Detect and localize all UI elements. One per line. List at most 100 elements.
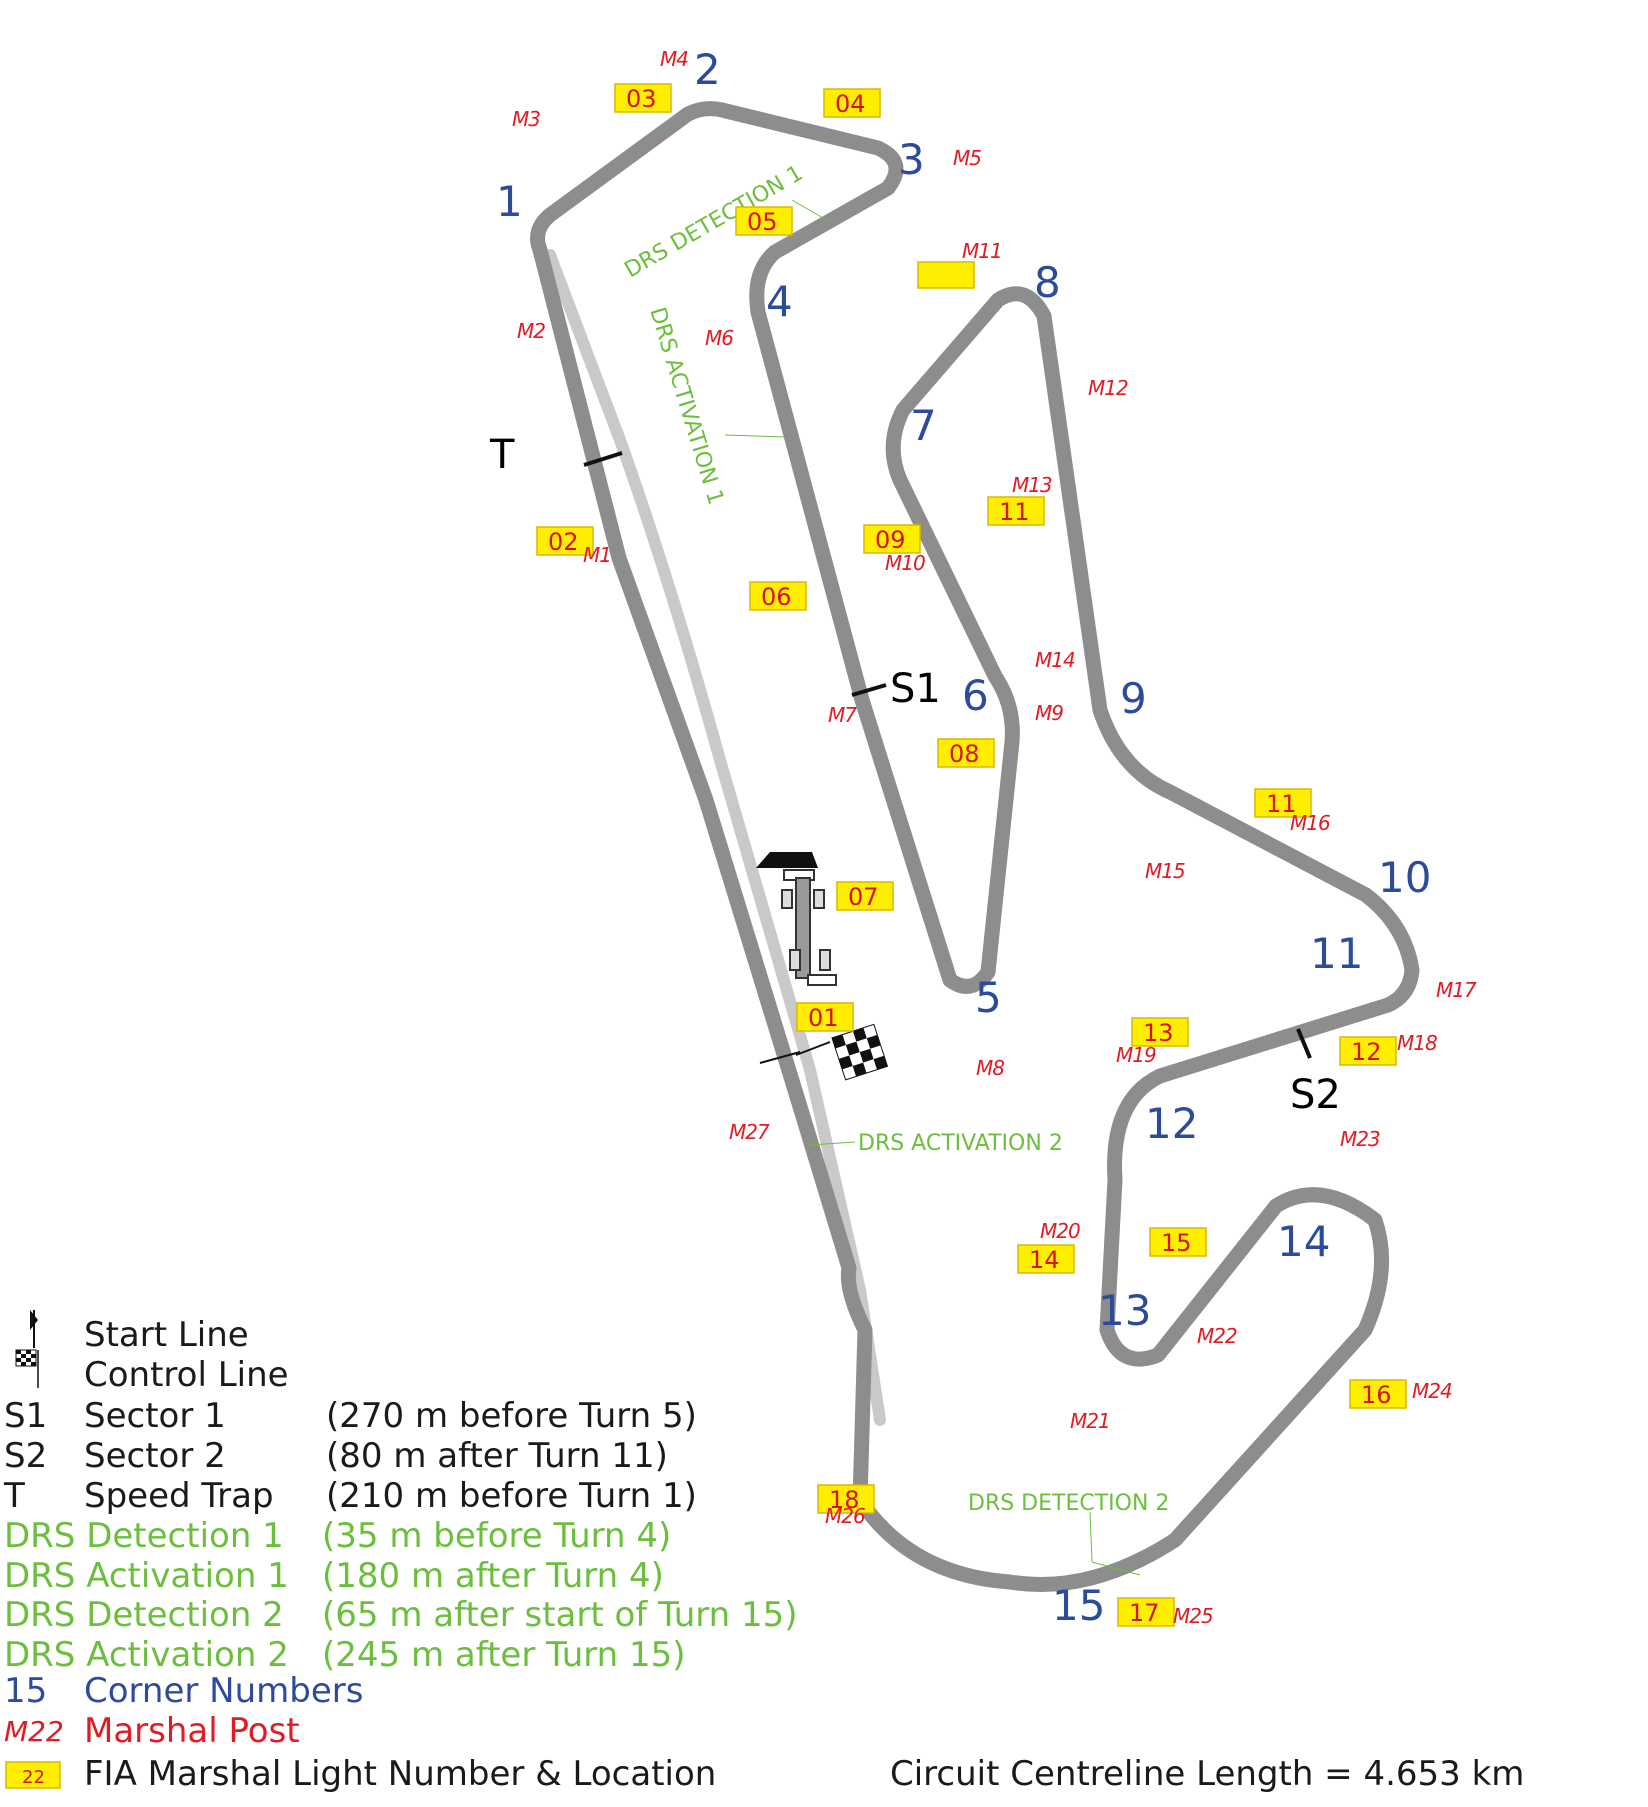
marshal-post-m22: M22 (1197, 1324, 1237, 1348)
legend-light-box (5, 1761, 61, 1789)
legend-t-code: T (3, 1476, 25, 1516)
marshal-post-m4: M4 (660, 47, 688, 71)
marshal-light-number: 17 (1129, 1599, 1160, 1627)
marshal-light-box (796, 1002, 854, 1032)
legend-start-line: Start Line (84, 1315, 249, 1355)
marshal-post-m6: M6 (705, 326, 733, 350)
corner-10: 10 (1378, 853, 1431, 902)
legend-s2-name: Sector 2 (84, 1436, 226, 1476)
corner-11: 11 (1310, 929, 1363, 978)
marshal-post-m19: M19 (1116, 1043, 1156, 1067)
marshal-light-box (1017, 1244, 1075, 1274)
legend-s2-desc: (80 m after Turn 11) (326, 1436, 668, 1476)
marshal-light-07-6: 07 (836, 881, 894, 911)
corner-5: 5 (975, 973, 1002, 1022)
control-line (759, 1051, 801, 1064)
marshal-light-box (823, 88, 881, 118)
sector1-line (851, 683, 887, 697)
marshal-post-m11: M11 (962, 239, 1002, 263)
legend-corner-name: Corner Numbers (84, 1671, 363, 1711)
marshal-light-box (614, 83, 672, 113)
speed-trap-line (583, 451, 623, 467)
legend-t-desc: (210 m before Turn 1) (326, 1476, 697, 1516)
marshal-light-number: 16 (1361, 1381, 1392, 1409)
marshal-light-13-12: 13 (1131, 1017, 1189, 1047)
corner-7: 7 (910, 401, 937, 450)
corner-13: 13 (1098, 1286, 1151, 1335)
legend-drs-det1-desc: (35 m before Turn 4) (322, 1516, 671, 1556)
sector2-label: S2 (1290, 1072, 1341, 1118)
legend-marshal-code: M22 (4, 1715, 64, 1748)
marshal-light-16-15: 16 (1349, 1379, 1407, 1409)
marshal-light-box (1254, 788, 1312, 818)
marshal-post-m23: M23 (1340, 1127, 1380, 1151)
drs-detection-2-label: DRS DETECTION 2 (968, 1491, 1169, 1516)
marshal-light-number: 12 (1351, 1038, 1382, 1066)
circuit-length: Circuit Centreline Length = 4.653 km (890, 1754, 1524, 1794)
marshal-light-box (1117, 1597, 1175, 1627)
marshal-light-box (1339, 1036, 1397, 1066)
legend-s1-name: Sector 1 (84, 1396, 226, 1436)
marshal-post-m10: M10 (885, 551, 925, 575)
marshal-light-box (863, 524, 921, 554)
marshal-light-number: 13 (1143, 1019, 1174, 1047)
marshal-post-m13: M13 (1012, 473, 1052, 497)
legend-drs-det2-name: DRS Detection 2 (4, 1595, 284, 1635)
marshal-post-m20: M20 (1040, 1219, 1080, 1243)
marshal-posts: M1M2M3M4M5M6M7M8M9M10M11M12M13M14M15M16M… (512, 47, 1478, 1628)
legend-drs-det1-name: DRS Detection 1 (4, 1516, 284, 1556)
corner-9: 9 (1120, 674, 1147, 723)
drs-detection-1-leader (791, 199, 831, 223)
marshal-light-unlabeled (917, 261, 975, 289)
legend-s1-code: S1 (4, 1396, 47, 1436)
legend-light-code: 22 (22, 1767, 45, 1788)
marshal-light-number: 02 (548, 528, 579, 556)
legend-checkered-flag-icon (15, 1349, 39, 1388)
corner-8: 8 (1034, 258, 1061, 307)
marshal-light-18-17: 18 (817, 1484, 875, 1514)
marshal-post-m8: M8 (976, 1056, 1004, 1080)
marshal-light-11-10: 11 (1254, 788, 1312, 818)
sector1-label: S1 (890, 666, 941, 712)
legend-drs-act1-name: DRS Activation 1 (4, 1556, 289, 1596)
marshal-light-06-5: 06 (749, 581, 807, 611)
marshal-light-box (987, 496, 1045, 526)
pit-lane (544, 249, 886, 1426)
marshal-post-m7: M7 (828, 703, 857, 727)
legend-drs-act1-desc: (180 m after Turn 4) (322, 1556, 664, 1596)
marshal-light-number: 18 (829, 1486, 860, 1514)
corner-3: 3 (898, 135, 925, 184)
marshal-post-m24: M24 (1412, 1379, 1452, 1403)
marshal-post-m26: M26 (825, 1504, 865, 1528)
start-flag-icon (756, 852, 818, 868)
marshal-light-number: 03 (626, 85, 657, 113)
marshal-post-m25: M25 (1173, 1604, 1213, 1628)
track-outline (530, 101, 1420, 1592)
marshal-light-number: 14 (1029, 1246, 1060, 1274)
legend-start-flag-icon (30, 1310, 38, 1348)
drs-detection-2-leader (1089, 1511, 1093, 1563)
marshal-post-m27: M27 (729, 1120, 770, 1144)
marshal-light-box (836, 881, 894, 911)
corner-6: 6 (962, 671, 989, 720)
marshal-post-m18: M18 (1397, 1031, 1437, 1055)
legend-drs-det2-desc: (65 m after start of Turn 15) (322, 1595, 798, 1635)
marshal-light-15-14: 15 (1149, 1227, 1207, 1257)
marshal-light-number: 06 (761, 583, 792, 611)
drs-activation-2-label: DRS ACTIVATION 2 (858, 1131, 1063, 1156)
marshal-light-number: 11 (999, 498, 1030, 526)
legend-drs-act2-name: DRS Activation 2 (4, 1635, 289, 1675)
marshal-post-m14: M14 (1035, 648, 1075, 672)
marshal-light-03-2: 03 (614, 83, 672, 113)
marshal-post-m5: M5 (953, 146, 981, 170)
legend-corner-code: 15 (4, 1671, 47, 1711)
race-car-icon (781, 869, 837, 986)
corner-1: 1 (496, 177, 523, 226)
drs-activation-2-leader (809, 1141, 856, 1146)
marshal-light-number: 01 (808, 1004, 839, 1032)
marshal-light-number: 05 (747, 208, 778, 236)
marshal-light-01-0: 01 (796, 1002, 854, 1032)
marshal-light-box (937, 738, 995, 768)
